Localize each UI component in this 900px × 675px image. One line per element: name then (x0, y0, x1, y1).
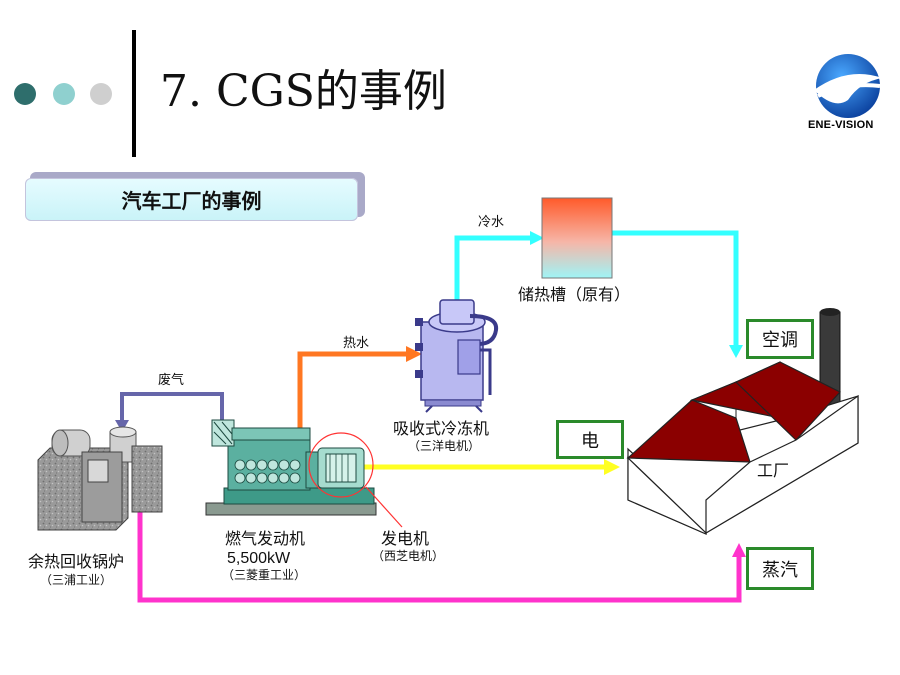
hot-water-pipe (297, 346, 422, 428)
exhaust-pipe (115, 392, 224, 432)
header-dot-dark (14, 83, 36, 105)
section-banner: 汽车工厂的事例 (25, 178, 358, 221)
heat-storage-tank (541, 197, 613, 279)
exhaust-label: 废气 (158, 373, 185, 388)
factory-label: 工厂 (757, 461, 790, 480)
cold-water-label: 冷水 (478, 215, 505, 230)
header-dot-gray (90, 83, 112, 105)
steam-output-box: 蒸汽 (746, 547, 814, 590)
steam-pipe (137, 512, 746, 603)
generator-icon (308, 432, 403, 528)
chiller-label: 吸收式冷冻机 (393, 419, 490, 438)
power-line (362, 459, 620, 475)
waste-heat-boiler-icon (37, 426, 163, 531)
generator-maker-label: （西芝电机） (372, 549, 445, 563)
tank-label: 储热槽（原有） (518, 285, 631, 304)
engine-label: 燃气发动机 (225, 529, 306, 548)
ene-vision-logo-icon (814, 54, 882, 118)
ac-output-box: 空调 (746, 319, 814, 359)
hot-water-label: 热水 (343, 336, 370, 351)
header-divider (132, 30, 136, 157)
absorption-chiller-icon (415, 299, 499, 413)
gas-engine-icon (205, 419, 377, 516)
cold-water-pipe (454, 230, 743, 358)
boiler-maker-label: （三浦工业） (40, 573, 113, 587)
chiller-maker-label: （三洋电机） (408, 439, 481, 453)
factory-icon (626, 308, 859, 535)
generator-label: 发电机 (381, 529, 430, 548)
header-dot-teal (53, 83, 75, 105)
logo-text: ENE-VISION (808, 119, 874, 131)
engine-power-label: 5,500kW (227, 550, 291, 567)
page-title: 7. CGS的事例 (160, 66, 447, 117)
engine-maker-label: （三菱重工业） (222, 568, 307, 582)
boiler-label: 余热回收锅炉 (28, 552, 125, 571)
power-output-box: 电 (556, 420, 624, 459)
